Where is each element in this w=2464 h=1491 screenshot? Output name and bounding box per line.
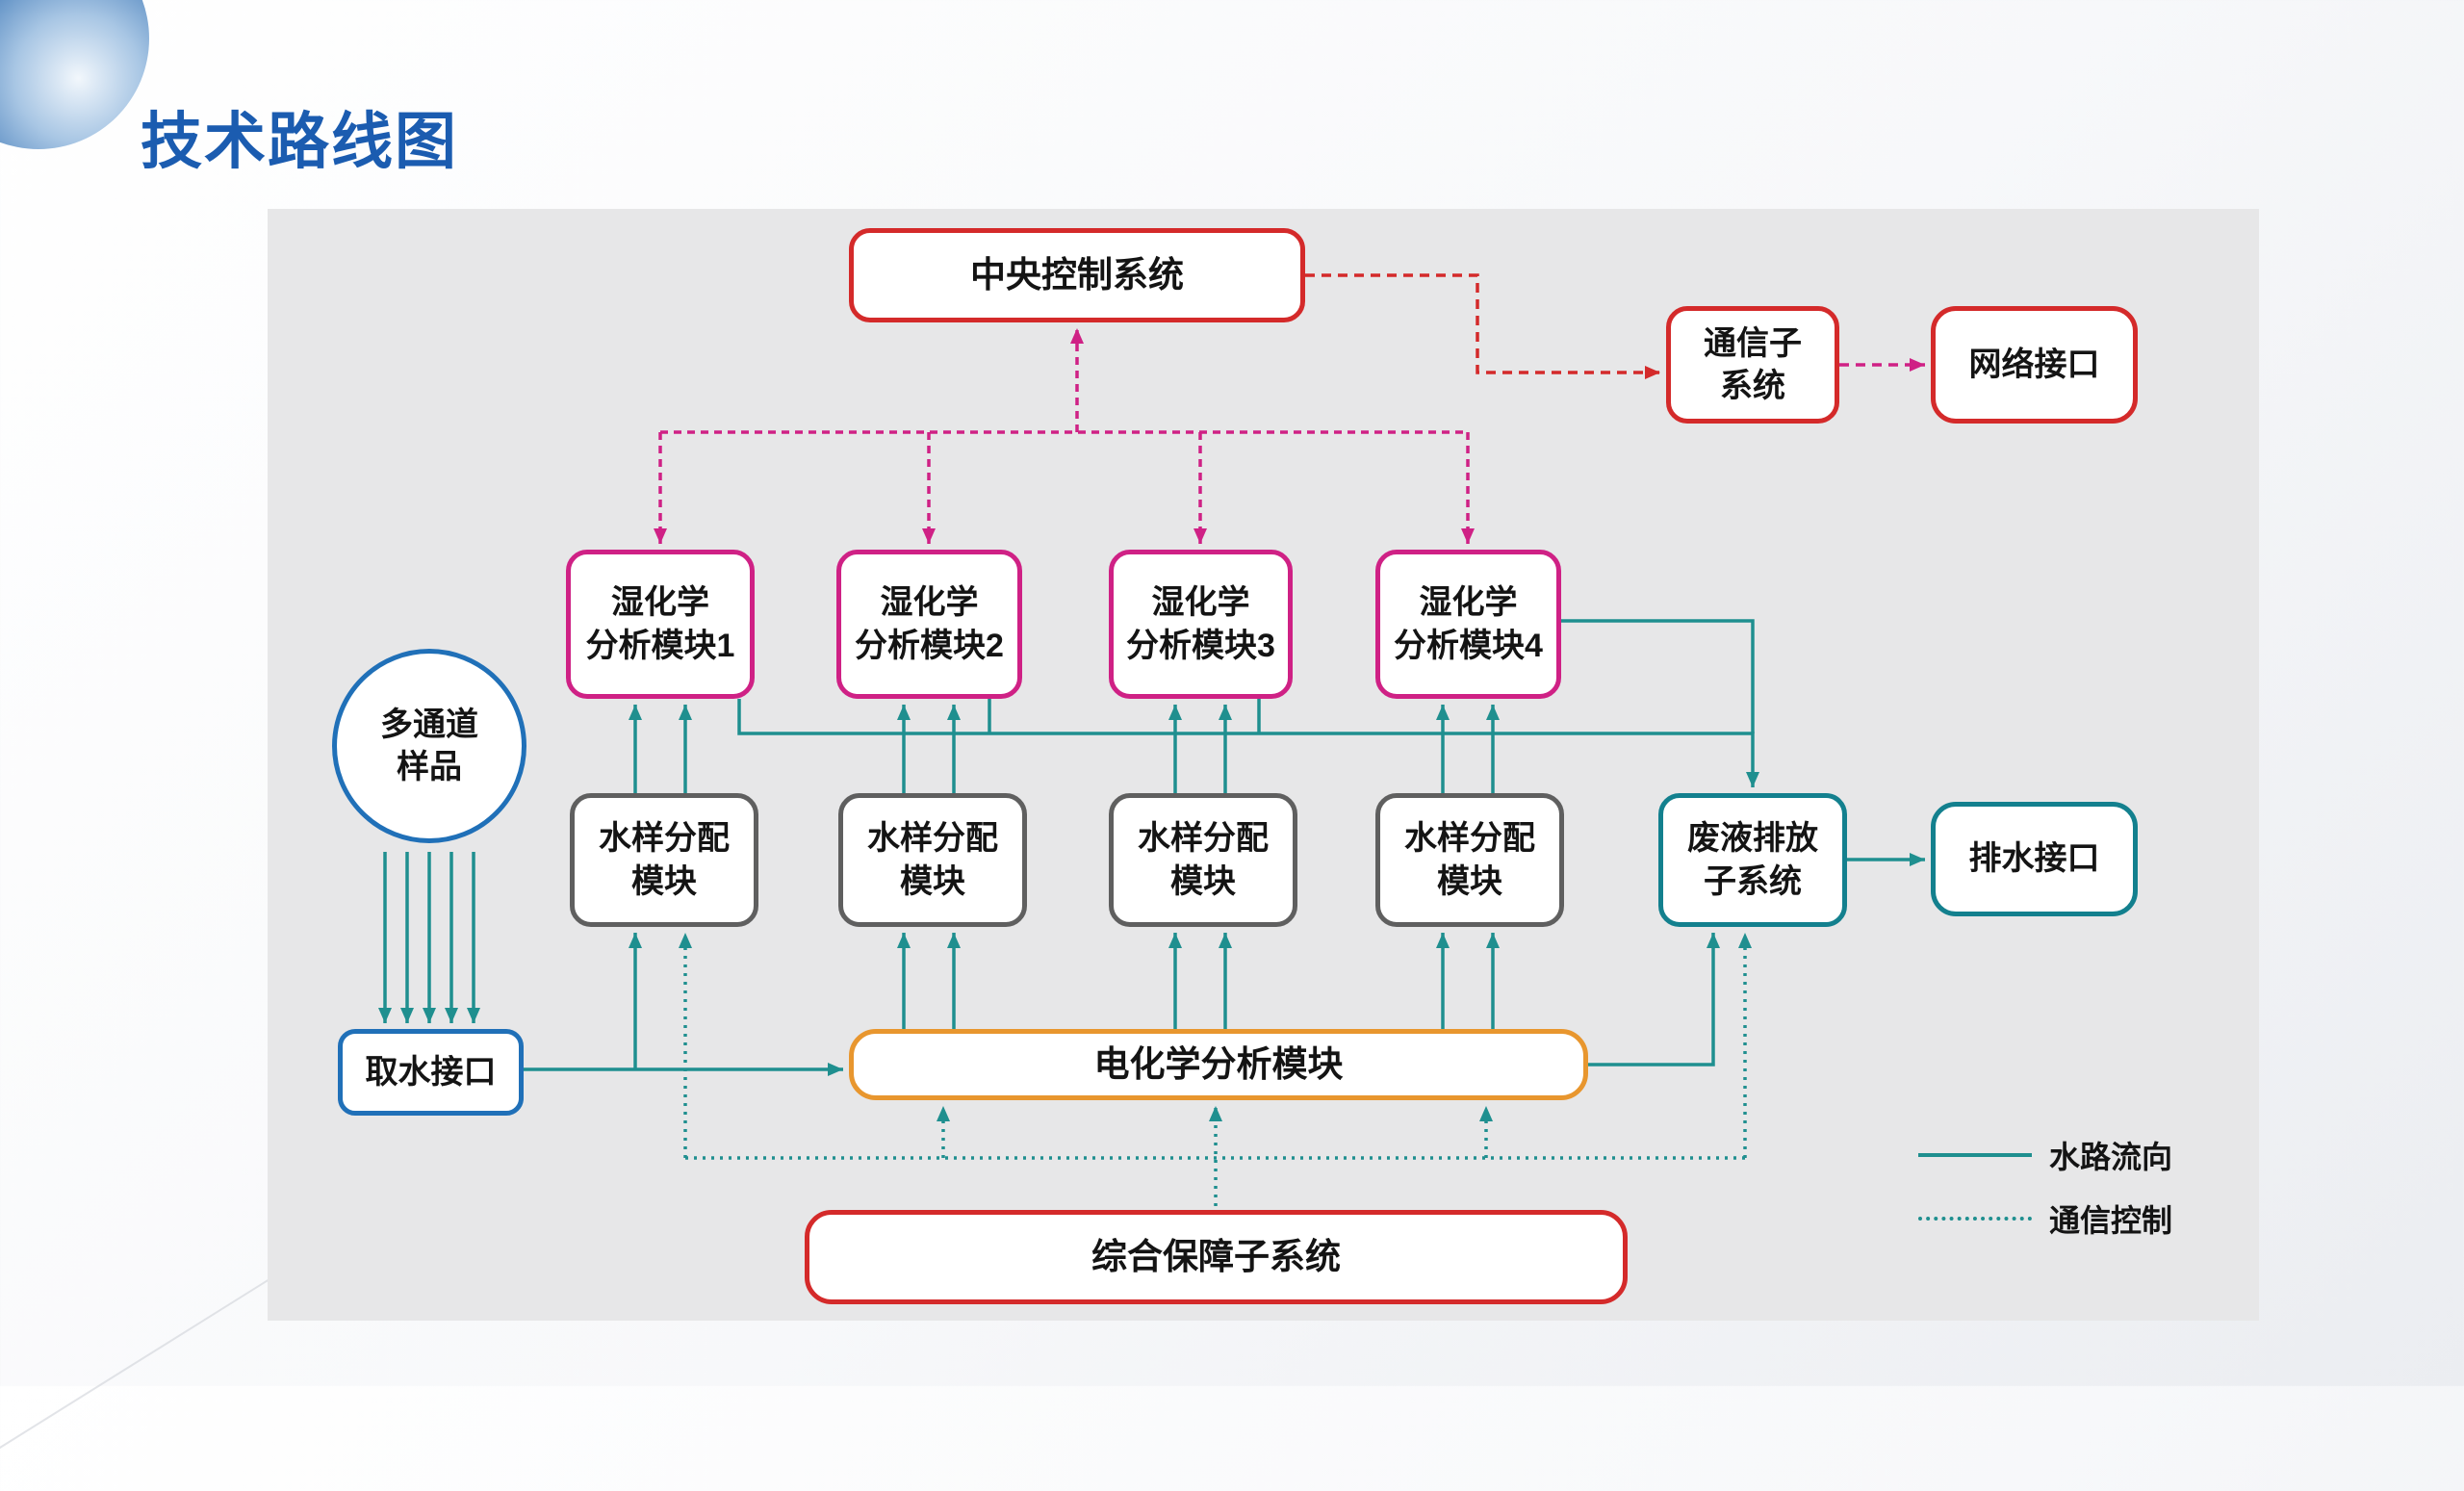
page-title: 技术路线图 [141, 107, 458, 176]
node-label: 取水接口 [365, 1053, 497, 1091]
legend-label: 水路流向 [2049, 1140, 2173, 1174]
node-label: 多通道 样品 [380, 706, 478, 785]
legend: 水路流向 通信控制 [1918, 1133, 2172, 1241]
node-label: 水样分配 模块 [1404, 820, 1535, 900]
node-network-interface: 网络接口 [1931, 306, 2138, 424]
node-wet-chemistry-module-4: 湿化学 分析模块4 [1375, 550, 1561, 699]
node-label: 废液排放 子系统 [1687, 820, 1818, 900]
node-label: 湿化学 分析模块3 [1126, 584, 1275, 664]
node-water-intake-interface: 取水接口 [338, 1029, 524, 1116]
node-sample-distribution-module-2: 水样分配 模块 [838, 793, 1027, 927]
node-wet-chemistry-module-3: 湿化学 分析模块3 [1109, 550, 1293, 699]
node-drain-interface: 排水接口 [1931, 802, 2138, 916]
node-wet-chemistry-module-2: 湿化学 分析模块2 [836, 550, 1022, 699]
node-communication-subsystem: 通信子 系统 [1666, 306, 1839, 424]
legend-water-flow: 水路流向 [1918, 1133, 2172, 1177]
node-multichannel-sample: 多通道 样品 [332, 649, 526, 843]
node-sample-distribution-module-3: 水样分配 模块 [1109, 793, 1297, 927]
slide-page: 技术路线图 中央控制系统 通信子 系统 网络接口 [0, 0, 2259, 1491]
corner-sphere-decoration [0, 0, 149, 149]
node-label: 水样分配 模块 [599, 820, 730, 900]
node-electrochemical-analysis-module: 电化学分析模块 [849, 1029, 1588, 1100]
legend-label: 通信控制 [2049, 1203, 2173, 1238]
node-label: 排水接口 [1968, 840, 2100, 878]
node-label: 湿化学 分析模块1 [585, 584, 735, 664]
node-label: 通信子 系统 [1704, 324, 1802, 404]
node-label: 网络接口 [1968, 346, 2100, 383]
dotted-line-swatch [1918, 1217, 2032, 1221]
node-integrated-support-subsystem: 综合保障子系统 [805, 1210, 1628, 1304]
node-label: 综合保障子系统 [1091, 1236, 1341, 1276]
edge-layer [378, 273, 1925, 1206]
legend-comm-control: 通信控制 [1918, 1196, 2172, 1241]
node-label: 中央控制系统 [970, 254, 1184, 295]
diagram-canvas: 中央控制系统 通信子 系统 网络接口 湿化学 分析模块1 湿化学 分析模块2 湿… [268, 209, 2259, 1321]
node-label: 电化学分析模块 [1093, 1043, 1344, 1084]
node-sample-distribution-module-4: 水样分配 模块 [1375, 793, 1564, 927]
node-central-control-system: 中央控制系统 [849, 228, 1305, 322]
node-waste-discharge-subsystem: 废液排放 子系统 [1658, 793, 1847, 927]
node-label: 湿化学 分析模块4 [1394, 584, 1543, 664]
node-label: 湿化学 分析模块2 [855, 584, 1004, 664]
node-label: 水样分配 模块 [867, 820, 998, 900]
node-label: 水样分配 模块 [1138, 820, 1269, 900]
solid-line-swatch [1918, 1153, 2032, 1157]
node-sample-distribution-module-1: 水样分配 模块 [570, 793, 758, 927]
node-wet-chemistry-module-1: 湿化学 分析模块1 [566, 550, 755, 699]
